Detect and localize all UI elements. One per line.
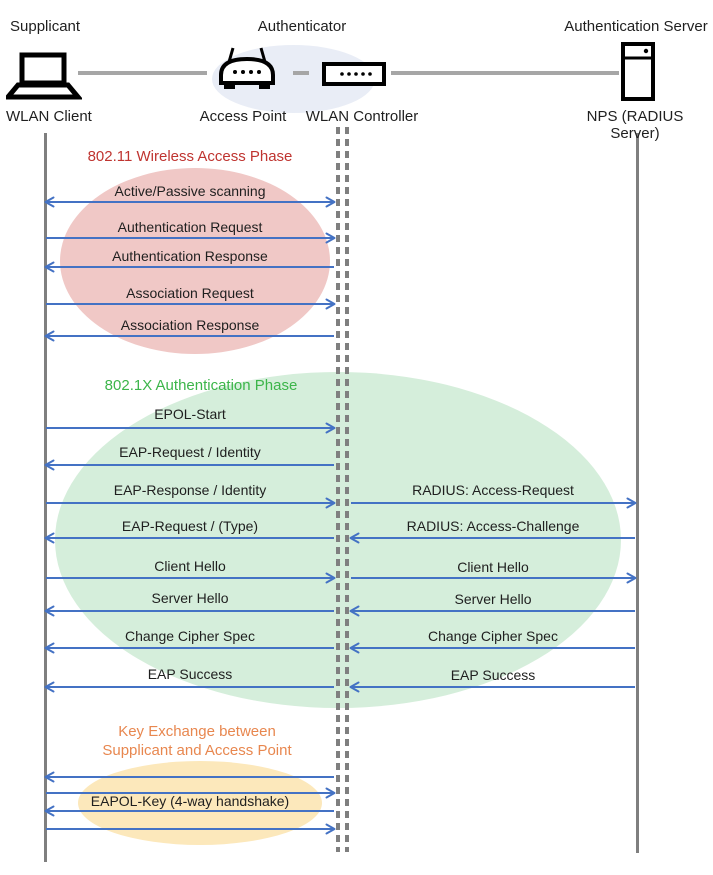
role-label-authenticator: Authenticator	[257, 18, 347, 35]
node-label-wlan-client: WLAN Client	[6, 108, 92, 125]
message-label: Client Hello	[154, 558, 226, 574]
message-label: Active/Passive scanning	[114, 183, 266, 199]
wlan-controller-icon	[322, 62, 386, 86]
message-label: Association Request	[126, 285, 254, 301]
message-label: EAP Success	[147, 666, 233, 682]
message-label: Change Cipher Spec	[428, 628, 558, 644]
lifeline-wlan-client	[44, 133, 47, 862]
phase3-title-line1: Key Exchange between	[118, 723, 276, 740]
laptop-icon	[6, 52, 82, 100]
role-label-authentication-server: Authentication Server	[564, 18, 708, 35]
lifeline-wlan-controller-dashed	[336, 127, 340, 852]
phase3-ellipse	[78, 761, 322, 845]
message-label: RADIUS: Access-Challenge	[406, 518, 580, 534]
message-label: Authentication Response	[112, 248, 268, 264]
server-icon	[621, 42, 655, 101]
message-label: EAP-Request / Identity	[119, 444, 261, 460]
phase1-title: 802.11 Wireless Access Phase	[87, 148, 293, 165]
node-label-access-point: Access Point	[199, 108, 287, 125]
connector-line	[391, 71, 619, 75]
message-label: EAPOL-Key (4-way handshake)	[90, 793, 290, 809]
message-label: RADIUS: Access-Request	[412, 482, 574, 498]
message-label: Server Hello	[454, 591, 532, 607]
message-label: EAP-Request / (Type)	[121, 518, 259, 534]
lifeline-nps-server	[636, 133, 639, 853]
message-label: EAP Success	[450, 667, 536, 683]
message-label: Client Hello	[457, 559, 529, 575]
message-label: Authentication Request	[117, 219, 263, 235]
connector-line	[293, 71, 309, 75]
lifeline-wlan-controller-dashed	[345, 127, 349, 852]
message-label: Change Cipher Spec	[125, 628, 255, 644]
message-label: Association Response	[120, 317, 260, 333]
access-point-icon	[219, 47, 275, 89]
phase2-title: 802.1X Authentication Phase	[104, 377, 298, 394]
connector-line	[78, 71, 207, 75]
role-label-supplicant: Supplicant	[10, 18, 81, 35]
message-label: Server Hello	[151, 590, 229, 606]
node-label-nps-radius-server: NPS (RADIUS Server)	[586, 108, 684, 142]
node-label-wlan-controller: WLAN Controller	[305, 108, 419, 125]
message-label: EPOL-Start	[154, 406, 226, 422]
phase3-title: Key Exchange between Supplicant and Acce…	[92, 722, 302, 760]
phase3-title-line2: Supplicant and Access Point	[102, 742, 292, 759]
message-label: EAP-Response / Identity	[113, 482, 267, 498]
